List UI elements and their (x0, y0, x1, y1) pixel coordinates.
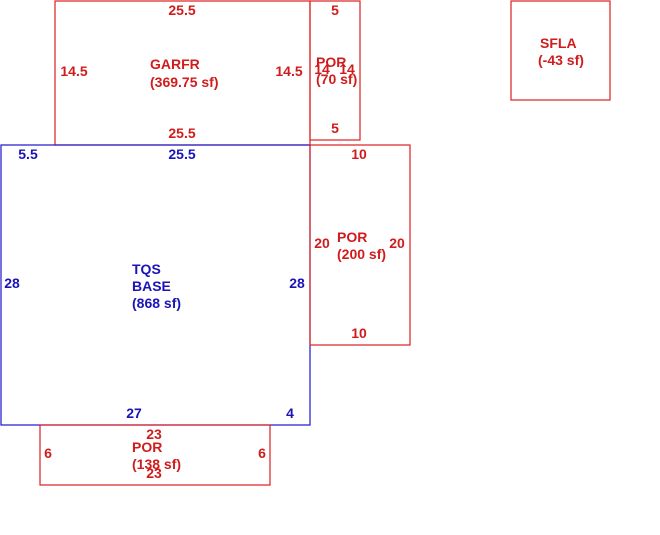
por-small-dim-bottom: 5 (331, 120, 339, 136)
por-bottom-dim-top: 23 (146, 426, 162, 442)
base-dim-top: 25.5 (168, 146, 195, 162)
base-dim-right: 28 (289, 275, 305, 291)
garfr-outline (54, 0, 311, 146)
garfr-label: GARFR (150, 56, 200, 72)
garfr-dim-bottom: 25.5 (168, 125, 195, 141)
sfla-area-value: (-43 sf) (538, 52, 584, 68)
por-bottom-room[interactable]: 23 6 6 23 POR (138 sf) (39, 424, 271, 486)
base-area: (868 sf) (132, 295, 181, 311)
sfla-label: SFLA (540, 35, 577, 51)
garfr-area: (369.75 sf) (150, 74, 218, 90)
base-dim-left: 28 (4, 275, 20, 291)
por-small-label: POR (316, 54, 346, 70)
por-bottom-area: (138 sf) (132, 456, 181, 472)
por-bottom-outline (39, 424, 271, 486)
base-label-tqs: TQS (132, 261, 161, 277)
por-small-dim-right: 14 (339, 61, 355, 77)
por-bottom-label: POR (132, 439, 162, 455)
base-label-base: BASE (132, 278, 171, 294)
por-right-outline (309, 144, 411, 346)
garfr-dim-right: 14.5 (275, 63, 302, 79)
por-bottom-dim-right: 6 (258, 445, 266, 461)
garfr-dim-top: 25.5 (168, 2, 195, 18)
sfla-area[interactable]: SFLA (-43 sf) (510, 0, 611, 101)
por-small-dim-top: 5 (331, 2, 339, 18)
por-right-area: (200 sf) (337, 246, 386, 262)
garfr-room[interactable]: 25.5 14.5 14.5 25.5 GARFR (369.75 sf) (54, 0, 311, 146)
por-right-dim-right: 20 (389, 235, 405, 251)
por-small-dim-left: 14 (314, 61, 330, 77)
sfla-outline (510, 0, 611, 101)
por-right-dim-left: 20 (314, 235, 330, 251)
base-dim-bottom: 27 (126, 405, 142, 421)
por-small-area: (70 sf) (316, 71, 357, 87)
base-room[interactable]: 5.5 25.5 28 28 27 4 TQS BASE (868 sf) (0, 144, 311, 426)
por-bottom-dim-bottom: 23 (146, 465, 162, 481)
base-dim-bottom-right: 4 (286, 405, 294, 421)
por-right-room[interactable]: 10 20 20 10 POR (200 sf) (309, 144, 411, 346)
por-right-dim-bottom: 10 (351, 325, 367, 341)
por-bottom-dim-left: 6 (44, 445, 52, 461)
por-right-label: POR (337, 229, 367, 245)
garfr-dim-left: 14.5 (60, 63, 87, 79)
base-dim-top-left: 5.5 (18, 146, 38, 162)
por-small-room[interactable]: 5 14 14 5 POR (70 sf) (309, 0, 361, 141)
por-small-outline (309, 0, 361, 141)
por-right-dim-top: 10 (351, 146, 367, 162)
